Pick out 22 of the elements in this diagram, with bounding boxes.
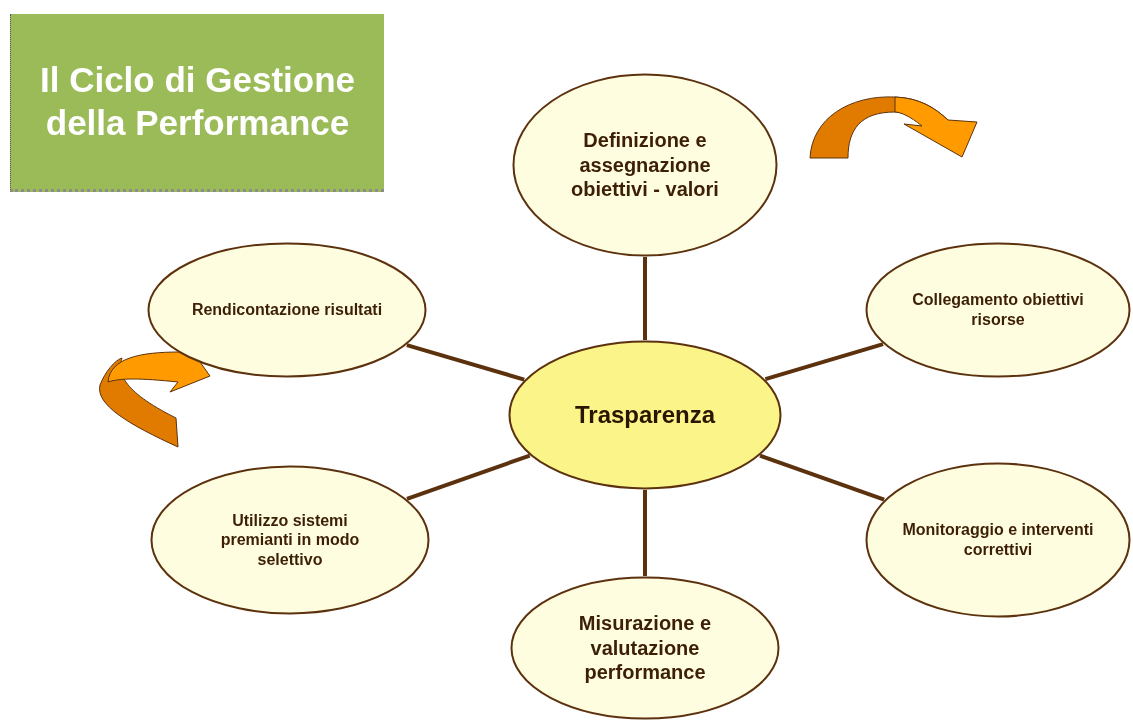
node-text: Rendicontazione risultati <box>191 300 383 320</box>
oval-node <box>512 73 778 257</box>
oval-node <box>865 242 1131 378</box>
title-text: Il Ciclo di Gestione della Performance <box>38 58 357 144</box>
central-oval <box>508 340 782 490</box>
node-text: Trasparenza <box>574 400 716 430</box>
oval-node <box>510 576 780 720</box>
node-text: Collegamento obiettivi risorse <box>911 290 1085 330</box>
connector-line <box>643 490 647 576</box>
node-text: Definizione e assegnazione obiettivi - valori <box>570 128 720 202</box>
connector-line <box>764 342 884 382</box>
connector-line <box>406 343 525 382</box>
node-text: Misurazione e valutazione performance <box>577 611 713 685</box>
connector-line <box>759 453 885 502</box>
oval-node <box>147 242 427 378</box>
oval-node <box>150 465 430 615</box>
node-text: Utilizzo sistemi premianti in modo selettivo <box>219 510 361 570</box>
title-box <box>10 14 384 192</box>
connector-line <box>406 453 531 501</box>
oval-node <box>865 462 1131 618</box>
node-text: Monitoraggio e interventi correttivi <box>901 520 1095 560</box>
connector-line <box>643 257 647 340</box>
